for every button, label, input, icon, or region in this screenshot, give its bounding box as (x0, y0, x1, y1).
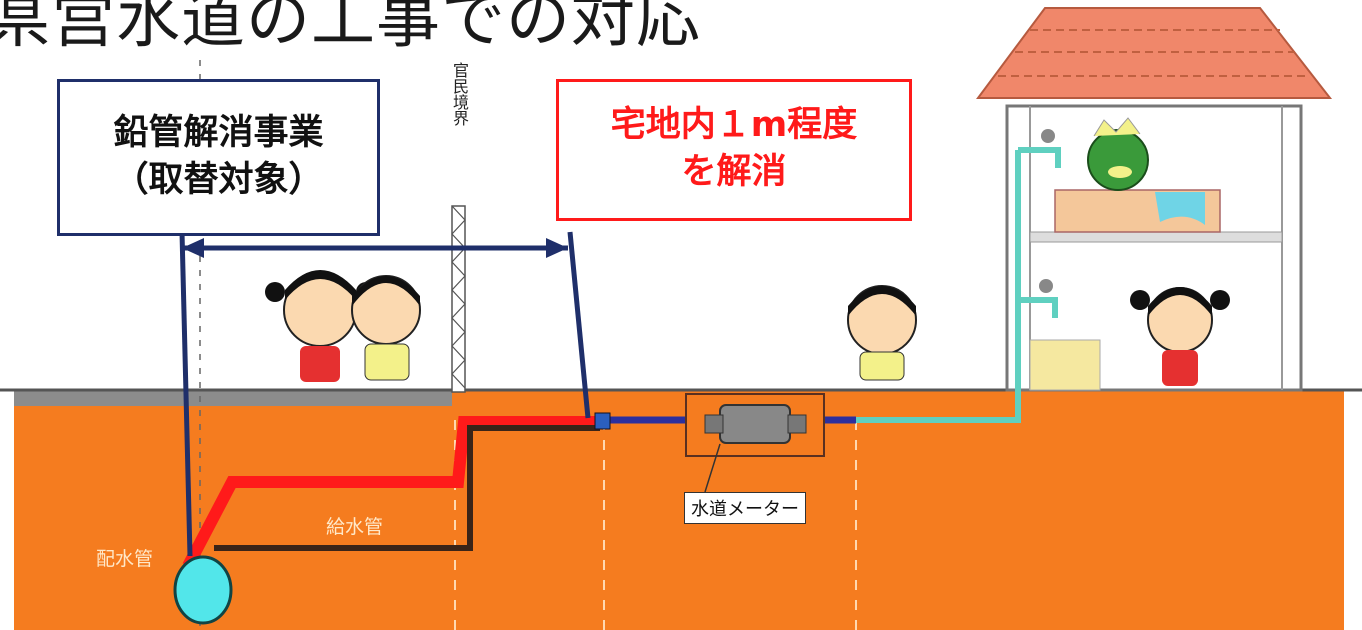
private-section-line1: 宅地内１m程度 (610, 105, 858, 145)
sidewalk-surface (14, 390, 452, 406)
distribution-pipe-label: 配水管 (96, 548, 154, 570)
span-arrow (179, 231, 591, 557)
water-meter-icon (685, 393, 825, 493)
ground (14, 390, 1344, 630)
distribution-main-icon (173, 555, 233, 625)
service-pipe-label: 給水管 (326, 516, 384, 538)
page-title: 県営水道の工事での対応 (0, 0, 701, 57)
old-service-pipe (214, 425, 600, 551)
replaced-pipe (182, 416, 600, 569)
boundary-label: 官民境界 (450, 62, 469, 126)
girl-icon (1130, 287, 1230, 386)
lead-pipe-project-line1: 鉛管解消事業 (113, 113, 324, 153)
children-icon (265, 270, 421, 382)
lead-pipe-project-box: 鉛管解消事業 （取替対象） (57, 79, 380, 236)
water-meter-label: 水道メーター (684, 492, 806, 524)
pipe-joint (594, 412, 611, 430)
kappa-icon (1087, 117, 1149, 191)
lead-pipe-project-line2: （取替対象） (113, 160, 324, 201)
boundary-post (451, 205, 466, 393)
private-section-line2: を解消 (681, 152, 787, 193)
faucet-icon (1018, 129, 1061, 318)
boy-icon (847, 285, 917, 381)
private-section-box: 宅地内１m程度 を解消 (556, 79, 912, 221)
house-pipe (856, 150, 1021, 423)
